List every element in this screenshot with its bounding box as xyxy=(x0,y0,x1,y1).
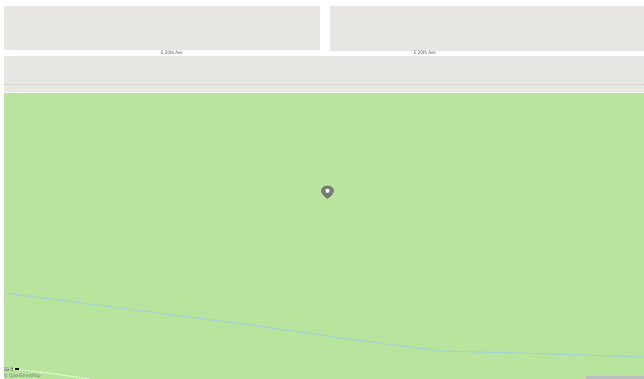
scale-label: 50 ft xyxy=(4,366,14,372)
scale-bar: 50 ft xyxy=(4,365,20,373)
map-pin-icon[interactable] xyxy=(320,185,335,200)
street-label: E 20th Ave xyxy=(161,50,183,55)
street-label: E 20th Ave xyxy=(414,50,436,55)
city-block xyxy=(4,56,644,92)
stream-line xyxy=(3,292,644,358)
map-edge-strip xyxy=(586,376,644,379)
park-area xyxy=(4,93,644,379)
city-block xyxy=(330,6,644,51)
scale-tick xyxy=(15,368,20,370)
city-block xyxy=(4,6,320,50)
map-attribution[interactable]: © OpenStreetMap xyxy=(4,373,41,378)
boundary-line xyxy=(4,84,644,85)
